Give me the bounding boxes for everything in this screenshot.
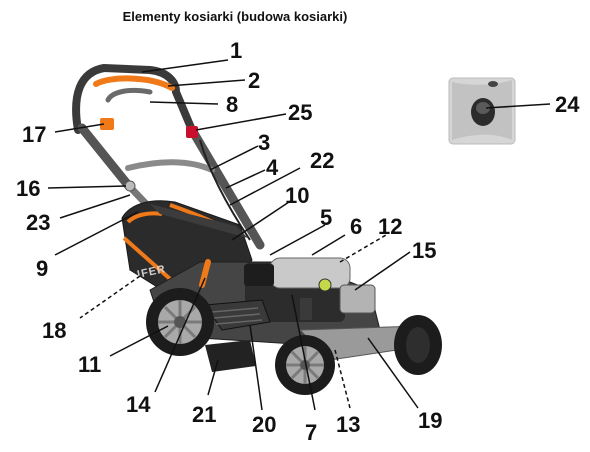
callout-9: 9 [36,256,48,281]
leader-11 [109,325,169,357]
callout-14: 14 [126,392,151,417]
callout-23: 23 [26,210,50,235]
leader-20 [249,324,263,411]
rear-wheel [146,288,214,356]
front-wheel-right [394,315,442,375]
leader-22 [229,167,301,206]
engine-cover [269,257,351,289]
leader-19 [367,337,419,409]
leader-13 [334,349,351,409]
handle-crossbar [125,159,215,173]
callout-5: 5 [320,205,332,230]
callout-16: 16 [16,176,40,201]
oil-filler [300,298,312,320]
leader-7 [291,294,316,411]
callout-15: 15 [412,238,436,263]
callout-19: 19 [418,408,442,433]
callout-1: 1 [230,38,242,63]
leader-2 [167,79,246,87]
discharge-chute [205,340,256,372]
leader-25 [195,113,287,131]
callout-3: 3 [258,130,270,155]
leader-lines [47,59,551,411]
leader-23 [59,194,131,219]
handle-knob-left [100,118,114,130]
safety-lever [93,75,175,91]
side-discharge-grille [211,307,263,325]
fuel-cap [318,278,332,292]
callout-numbers: 1 2 3 4 5 6 7 8 9 10 11 12 13 14 15 16 1… [16,38,580,445]
callout-4: 4 [266,155,279,180]
engine-muffler [339,284,376,314]
callout-22: 22 [310,148,334,173]
handle-bar [72,63,196,134]
leader-21 [207,359,219,396]
air-filter [244,264,274,286]
callout-8: 8 [226,92,238,117]
callout-12: 12 [378,214,402,239]
callout-13: 13 [336,412,360,437]
leader-3 [209,145,259,171]
leader-12 [339,234,387,263]
callout-6: 6 [350,214,362,239]
height-knob [124,180,136,192]
callout-21: 21 [192,402,216,427]
inset-detail [448,77,516,145]
callout-18: 18 [42,318,66,343]
callout-7: 7 [305,420,317,445]
leader-17 [54,123,105,133]
callout-2: 2 [248,68,260,93]
mower-illustration: IFER [72,63,442,395]
control-cable [199,139,251,241]
grass-bag-top [150,204,248,238]
handle-left-upper [77,123,133,190]
leader-10 [231,199,293,241]
leader-16 [47,185,127,189]
leader-15 [354,251,411,291]
side-discharge [204,299,271,331]
diagram-title: Elementy kosiarki (budowa kosiarki) [122,9,348,24]
leader-18 [79,275,141,319]
leader-24 [485,103,551,109]
callout-11: 11 [78,352,101,377]
callout-24: 24 [555,92,580,117]
handle-knob-right [186,126,198,138]
leader-1 [141,59,229,73]
leader-14 [154,277,206,393]
callout-10: 10 [285,183,309,208]
callout-20: 20 [252,412,276,437]
leader-4 [225,169,266,189]
drive-lever [105,87,153,103]
leader-8 [149,101,219,105]
leader-6 [311,234,346,256]
brand-logo: IFER [136,263,167,281]
front-wheel-left [275,335,335,395]
callout-25: 25 [288,100,312,125]
leader-5 [269,224,326,256]
leader-9 [54,211,139,256]
callout-17: 17 [22,122,46,147]
